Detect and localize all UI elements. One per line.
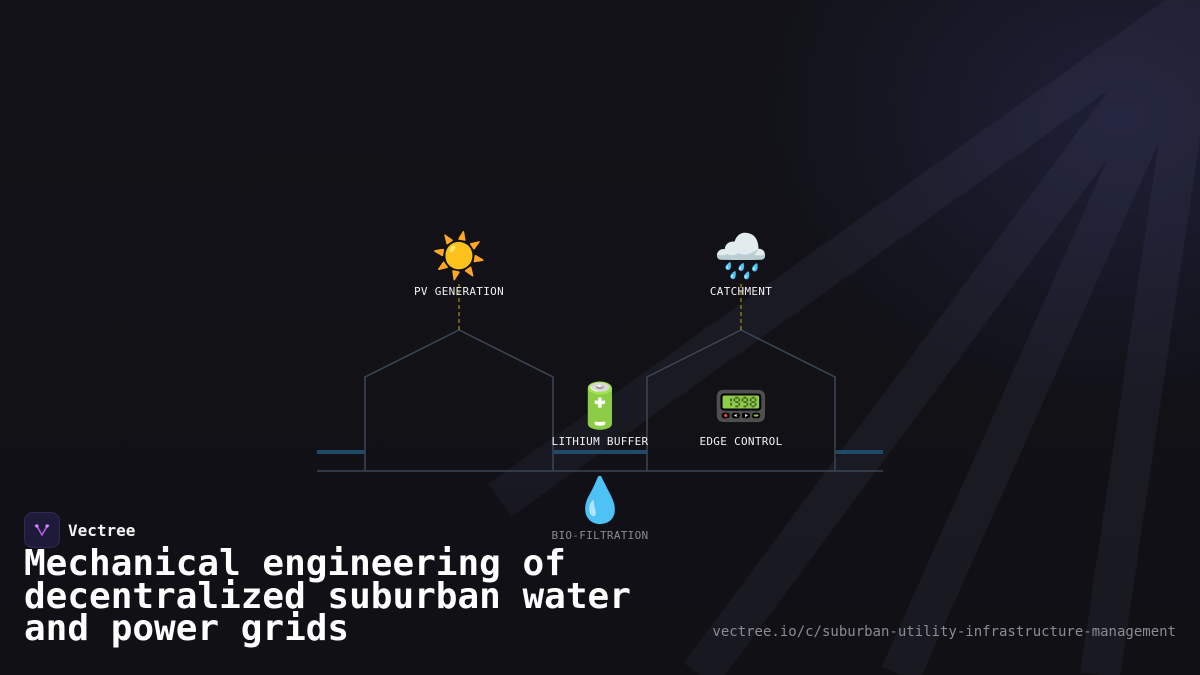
brand[interactable]: Vectree xyxy=(24,512,135,548)
pv-generation-label: PV GENERATION xyxy=(414,285,504,298)
bio-filtration-label: BIO-FILTRATION xyxy=(551,529,649,542)
page-url[interactable]: vectree.io/c/suburban-utility-infrastruc… xyxy=(712,624,1176,640)
battery-icon: 🔋 xyxy=(572,381,628,432)
node-pv-generation: ☀️ PV GENERATION xyxy=(414,231,504,299)
page-title: Mechanical engineering of decentralized … xyxy=(24,543,631,649)
vectree-logo-icon xyxy=(24,512,60,548)
sun-icon: ☀️ xyxy=(431,231,487,282)
water-drop-icon: 💧 xyxy=(572,475,628,526)
catchment-label: CATCHMENT xyxy=(709,285,773,298)
node-bio-filtration: 💧 BIO-FILTRATION xyxy=(551,475,649,543)
lithium-buffer-label: LITHIUM BUFFER xyxy=(551,435,649,448)
rain-cloud-icon: 🌧️ xyxy=(713,231,769,282)
edge-control-label: EDGE CONTROL xyxy=(699,435,783,448)
house-left-outline xyxy=(364,329,554,471)
brand-name: Vectree xyxy=(68,520,136,540)
pager-icon: 📟 xyxy=(713,381,769,432)
node-catchment: 🌧️ CATCHMENT xyxy=(709,231,773,299)
node-edge-control: 📟 EDGE CONTROL xyxy=(699,381,783,449)
node-lithium-buffer: 🔋 LITHIUM BUFFER xyxy=(551,381,649,449)
